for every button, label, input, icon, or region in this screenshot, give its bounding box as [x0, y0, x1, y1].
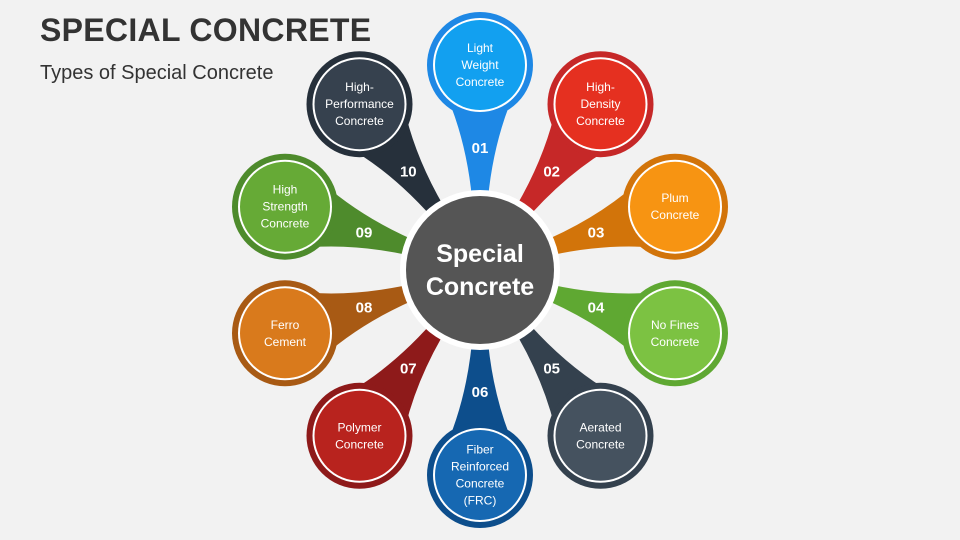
- petal-label-line: High-: [345, 80, 374, 94]
- petal-label-line: Light: [467, 41, 494, 55]
- petal-label-line: Reinforced: [451, 460, 509, 474]
- item-number-03: 03: [588, 224, 605, 241]
- petal-inner-disc: [555, 59, 646, 150]
- petal-inner-disc: [314, 59, 405, 150]
- petal-label-line: (FRC): [464, 494, 497, 508]
- petal-inner-disc: [555, 390, 646, 481]
- petal-inner-disc: [240, 288, 330, 379]
- petal-inner-disc: [630, 161, 720, 252]
- connector-01: [442, 85, 518, 210]
- petal-label-line: Concrete: [651, 335, 700, 349]
- petal-inner-disc: [240, 161, 330, 252]
- petal-inner-disc: [630, 288, 720, 379]
- item-number-04: 04: [588, 300, 605, 317]
- petal-label-line: No Fines: [651, 318, 699, 332]
- petal-label-line: Performance: [325, 97, 394, 111]
- item-number-02: 02: [543, 163, 560, 180]
- petal-label-line: Ferro: [271, 318, 300, 332]
- center-label-line-1: Special: [436, 240, 524, 268]
- item-number-06: 06: [472, 384, 489, 401]
- item-number-07: 07: [400, 361, 417, 378]
- petal-label-line: High: [273, 183, 298, 197]
- petal-label-line: Concrete: [335, 114, 384, 128]
- petal-label-line: Polymer: [337, 420, 381, 434]
- center-hub: Special Concrete: [400, 190, 560, 350]
- petal-label-line: Concrete: [456, 75, 505, 89]
- center-hub-circle: [406, 196, 554, 344]
- center-label-line-2: Concrete: [426, 273, 534, 301]
- item-number-10: 10: [400, 163, 417, 180]
- page-title: SPECIAL CONCRETE: [40, 12, 372, 48]
- connector-06: [442, 330, 518, 455]
- petal-label-line: Cement: [264, 335, 307, 349]
- item-number-09: 09: [356, 224, 373, 241]
- petal-label-line: Aerated: [579, 420, 621, 434]
- item-number-08: 08: [356, 300, 373, 317]
- petal-label-line: Concrete: [576, 437, 625, 451]
- petal-label-line: Density: [580, 97, 620, 111]
- petal-label-line: Fiber: [466, 443, 493, 457]
- petal-inner-disc: [435, 430, 525, 520]
- item-number-01: 01: [472, 140, 489, 157]
- petal-inner-disc: [314, 390, 405, 481]
- petal-label-line: Concrete: [261, 217, 310, 231]
- petal-label-line: Plum: [661, 191, 688, 205]
- petal-label-line: Concrete: [576, 114, 625, 128]
- petal-label-line: Concrete: [335, 437, 384, 451]
- petal-label-line: Concrete: [456, 477, 505, 491]
- petal-label-line: Weight: [461, 58, 499, 72]
- petal-label-line: Concrete: [651, 208, 700, 222]
- petal-label-line: High-: [586, 80, 615, 94]
- petal-label-line: Strength: [262, 200, 307, 214]
- petal-inner-disc: [435, 20, 525, 110]
- item-number-05: 05: [543, 361, 560, 378]
- page-subtitle: Types of Special Concrete: [40, 62, 274, 84]
